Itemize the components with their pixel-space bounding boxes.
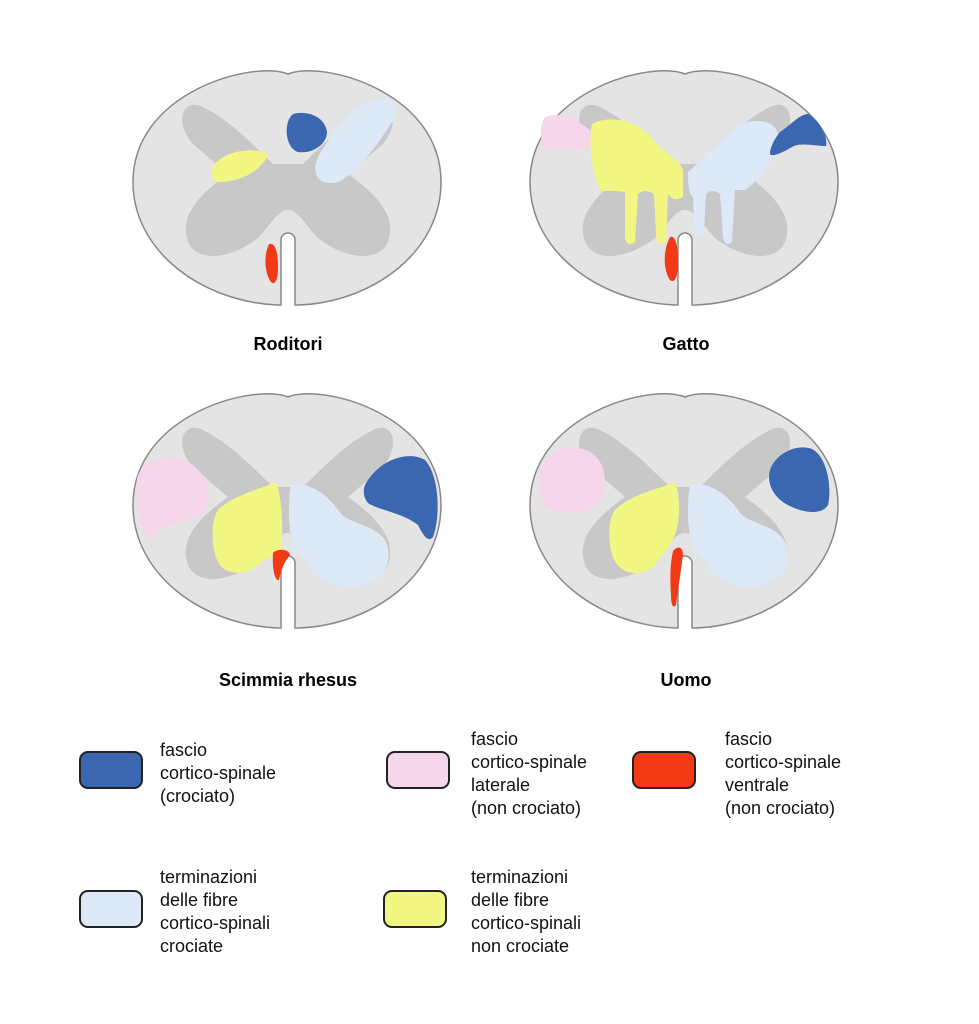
crossed-terminations (288, 484, 389, 587)
crossed-terminations (315, 97, 397, 183)
lateral-uncrossed-tract (540, 114, 600, 151)
crossed-tract (770, 114, 827, 156)
legend-swatch-crossed-tract (79, 751, 143, 789)
panel-title: Roditori (253, 334, 323, 354)
cord-section-rodent (132, 70, 442, 306)
ventral-uncrossed-tract (664, 236, 678, 282)
uncrossed-terminations (609, 482, 680, 574)
panel-title: Gatto (662, 334, 710, 354)
ventral-uncrossed-tract (272, 549, 290, 581)
crossed-tract (769, 447, 830, 512)
panel-title: Scimmia rhesus (218, 670, 358, 690)
panel-title: Uomo (660, 670, 712, 690)
ventral-uncrossed-tract (265, 243, 278, 284)
crossed-tract (363, 456, 438, 540)
legend-swatch-uncrossed-terminations (383, 890, 447, 928)
legend-swatch-crossed-terminations (79, 890, 143, 928)
uncrossed-terminations (212, 482, 283, 573)
crossed-tract (286, 112, 327, 153)
uncrossed-terminations (590, 119, 683, 245)
legend-swatch-ventral-uncrossed (632, 751, 696, 789)
cord-section-cat (529, 70, 839, 306)
cord-section-rhesus-monkey (132, 393, 442, 629)
uncrossed-terminations (211, 150, 269, 182)
crossed-terminations (687, 484, 788, 587)
crossed-terminations (688, 120, 778, 245)
ventral-uncrossed-tract (670, 547, 683, 607)
cord-section-human (529, 393, 839, 629)
legend-swatch-lateral-uncrossed (386, 751, 450, 789)
lateral-uncrossed-tract (539, 447, 605, 513)
lateral-uncrossed-tract (136, 457, 209, 537)
